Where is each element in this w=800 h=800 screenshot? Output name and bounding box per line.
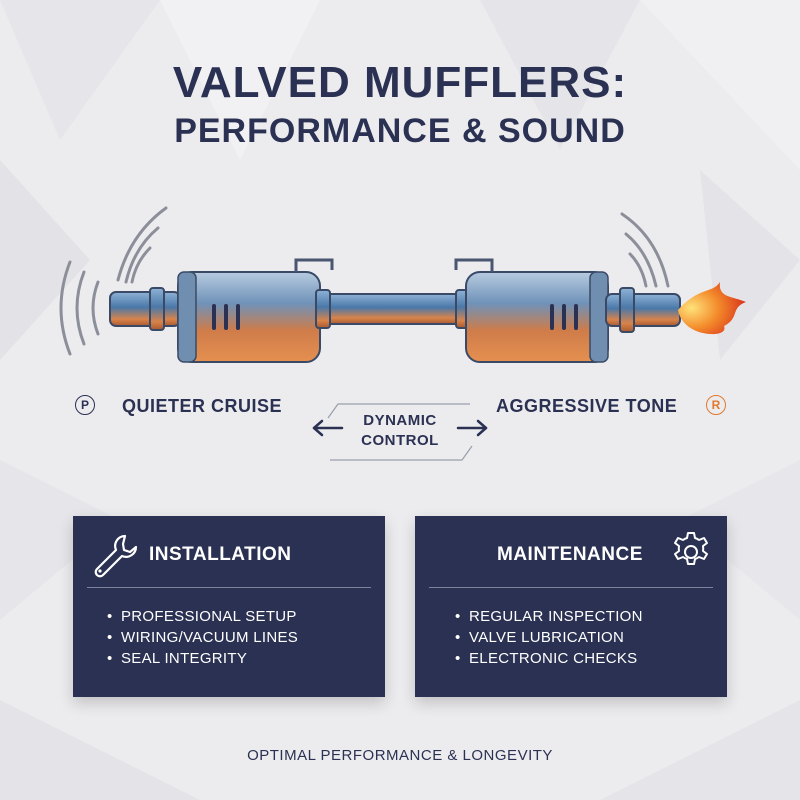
quiet-mode-badge: P [75, 395, 95, 415]
arrow-left-icon [312, 419, 344, 437]
installation-list: •PROFESSIONAL SETUP •WIRING/VACUUM LINES… [107, 606, 298, 669]
page-subtitle: PERFORMANCE & SOUND [174, 112, 626, 150]
aggressive-mode-badge: R [706, 395, 726, 415]
list-item: •VALVE LUBRICATION [455, 629, 625, 646]
footer-tagline: OPTIMAL PERFORMANCE & LONGEVITY [247, 747, 553, 764]
list-item: •REGULAR INSPECTION [455, 608, 643, 625]
installation-card: INSTALLATION •PROFESSIONAL SETUP •WIRING… [73, 516, 385, 697]
dynamic-control-line1: DYNAMIC [363, 412, 437, 429]
sound-waves-right-icon [620, 212, 670, 288]
list-item: •WIRING/VACUUM LINES [107, 629, 299, 646]
sound-waves-left-icon [59, 206, 168, 356]
gear-icon [674, 532, 708, 565]
exhaust-system-illustration [59, 206, 746, 363]
page-title: VALVED MUFFLERS: [172, 58, 628, 107]
flame-icon [678, 282, 746, 335]
installation-title: INSTALLATION [149, 544, 292, 565]
maintenance-list: •REGULAR INSPECTION •VALVE LUBRICATION •… [455, 606, 643, 669]
aggressive-mode-label: AGGRESSIVE TONE [496, 396, 678, 416]
maintenance-title: MAINTENANCE [497, 544, 643, 565]
installation-divider [87, 587, 371, 588]
maintenance-divider [429, 587, 713, 588]
maintenance-card: MAINTENANCE •REGULAR INSPECTION •VALVE L… [415, 516, 727, 697]
list-item: •PROFESSIONAL SETUP [107, 608, 297, 625]
list-item: •ELECTRONIC CHECKS [455, 650, 638, 667]
dynamic-control-line2: CONTROL [361, 432, 439, 449]
list-item: •SEAL INTEGRITY [107, 650, 248, 667]
quiet-mode-label: QUIETER CRUISE [122, 396, 283, 416]
wrench-icon [94, 534, 138, 578]
arrow-right-icon [456, 419, 488, 437]
